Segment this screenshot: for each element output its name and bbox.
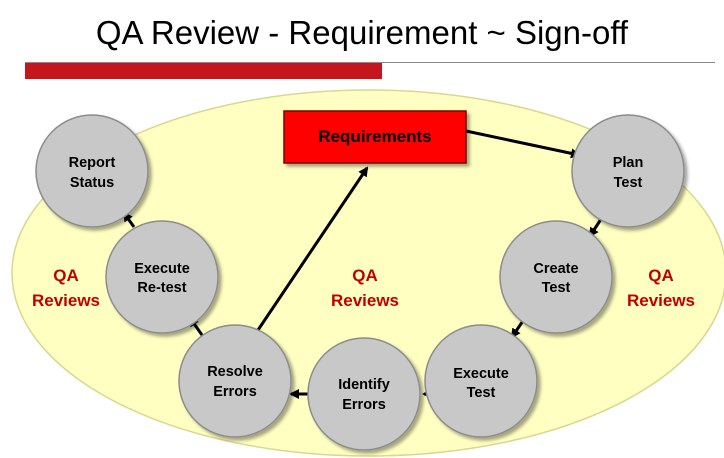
title-accent-bar <box>25 63 382 79</box>
node-resolve-errors: Resolve Errors <box>178 324 292 438</box>
qa-label-line2: Reviews <box>627 291 695 310</box>
node-label-line1: Create <box>533 261 578 277</box>
requirements-box: Requirements <box>283 110 467 164</box>
qa-label-line1: QA <box>648 266 674 285</box>
node-label-line1: Plan <box>613 155 644 171</box>
node-report-status: Report Status <box>35 114 149 228</box>
node-label-line1: Report <box>69 155 116 171</box>
page-title: QA Review - Requirement ~ Sign-off <box>95 14 629 51</box>
node-label-line2: Test <box>542 280 571 296</box>
node-execute-retest: Execute Re-test <box>105 220 219 334</box>
qa-reviews-left: QA Reviews <box>32 266 100 310</box>
qa-label-line2: Reviews <box>331 291 399 310</box>
node-label-line1: Execute <box>134 261 190 277</box>
requirements-label: Requirements <box>318 127 431 146</box>
qa-reviews-center: QA Reviews <box>331 266 399 310</box>
node-identify-errors: Identify Errors <box>307 337 421 451</box>
node-label-line1: Identify <box>338 377 390 393</box>
qa-label-line1: QA <box>53 266 79 285</box>
arrow-resolve-to-requirements <box>254 166 369 334</box>
node-label-line2: Test <box>614 175 643 191</box>
title-rule <box>25 62 715 63</box>
node-label-line2: Test <box>467 385 496 401</box>
node-label-line2: Errors <box>342 397 386 413</box>
qa-reviews-right: QA Reviews <box>627 266 695 310</box>
node-plan-test: Plan Test <box>571 114 685 228</box>
node-label-line2: Status <box>70 175 114 191</box>
node-execute-test: Execute Test <box>424 324 538 438</box>
node-label-line1: Execute <box>453 366 509 382</box>
node-label-line2: Errors <box>213 384 257 400</box>
qa-label-line2: Reviews <box>32 291 100 310</box>
node-label-line2: Re-test <box>137 280 186 296</box>
node-label-line1: Resolve <box>207 364 263 380</box>
node-create-test: Create Test <box>499 220 613 334</box>
qa-label-line1: QA <box>352 266 378 285</box>
arrow-requirements-to-plan <box>465 129 581 159</box>
